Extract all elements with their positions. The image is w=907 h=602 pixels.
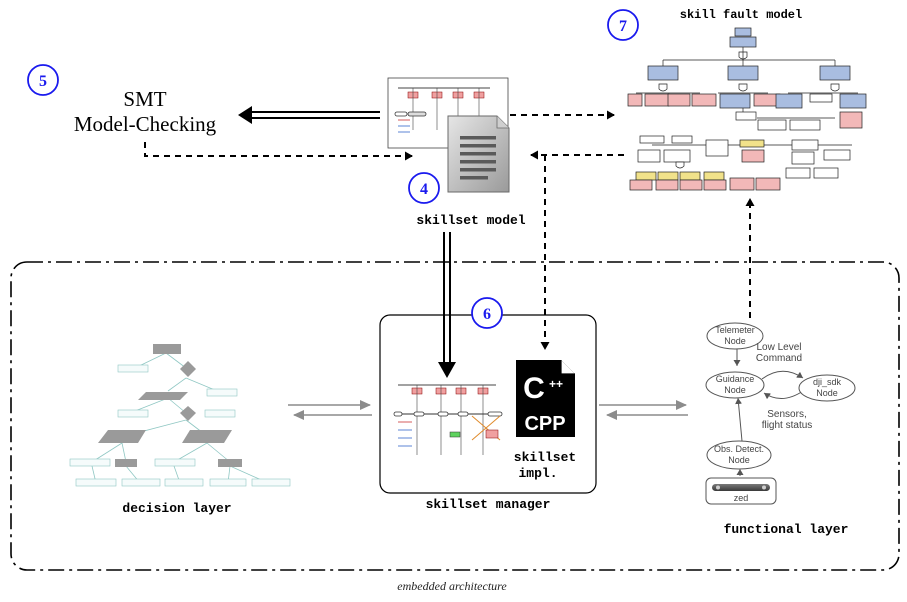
smt-to-model-dashed-arrow: [144, 142, 413, 161]
svg-text:C: C: [523, 372, 545, 405]
decision-tree-graphic: [69, 344, 291, 487]
sensors-flight-status-label: Sensors,: [767, 409, 806, 420]
telemeter-node: [706, 322, 764, 350]
skillset-manager-label: skillset manager: [426, 497, 551, 512]
svg-text:Node: Node: [724, 336, 746, 346]
svg-text:Node: Node: [724, 385, 746, 395]
svg-text:7: 7: [619, 18, 627, 35]
svg-text:Command: Command: [756, 353, 802, 364]
zed-camera-icon: zed: [705, 477, 777, 505]
embedded-architecture-label: embedded architecture: [397, 579, 507, 593]
svg-text:4: 4: [420, 181, 428, 198]
svg-text:zed: zed: [734, 493, 749, 503]
fault-model-title: skill fault model: [680, 8, 802, 22]
svg-text:dji_sdk: dji_sdk: [813, 377, 842, 387]
smt-subtitle: Model-Checking: [74, 112, 217, 136]
svg-text:Obs. Detect.: Obs. Detect.: [714, 444, 764, 454]
low-level-command-label: Low Level: [756, 342, 801, 353]
smt-title: SMT: [123, 87, 166, 111]
decision-layer-label: decision layer: [122, 501, 231, 516]
svg-text:flight status: flight status: [762, 420, 813, 431]
fault-tree-thumbnail: [627, 27, 867, 191]
cpp-file-icon: C ++ CPP: [516, 360, 575, 437]
guidance-node: [705, 371, 765, 399]
svg-text:6: 6: [483, 306, 491, 323]
skillset-model-label: skillset model: [416, 213, 525, 228]
dji-sdk-node: [798, 374, 856, 402]
functional-node-graph: Telemeter Node Guidance Node dji_sdk Nod…: [705, 322, 856, 505]
skillset-impl-label-line2: impl.: [518, 466, 557, 481]
badge-skillset-manager: 6: [471, 297, 503, 329]
embedded-architecture-frame: [10, 261, 900, 571]
smt-double-arrow: [238, 106, 380, 124]
svg-text:Node: Node: [816, 388, 838, 398]
skillset-impl-label-line1: skillset: [514, 450, 576, 465]
badge-skillset-model: 4: [408, 172, 440, 204]
svg-text:Guidance: Guidance: [716, 374, 755, 384]
manager-functional-arrows: [599, 400, 688, 420]
functional-layer-label: functional layer: [724, 522, 849, 537]
badge-fault-model: 7: [607, 9, 639, 41]
badge-smt: 5: [27, 64, 59, 96]
obs-detect-node: [706, 440, 772, 470]
model-to-manager-double-arrow: [438, 232, 456, 378]
svg-text:Telemeter: Telemeter: [715, 325, 755, 335]
svg-text:5: 5: [39, 73, 47, 90]
decision-manager-arrows: [288, 400, 372, 420]
document-icon: [447, 115, 510, 193]
svg-text:CPP: CPP: [524, 413, 565, 435]
svg-text:Node: Node: [728, 455, 750, 465]
skillset-manager-thumbnail: [393, 384, 503, 455]
svg-text:++: ++: [549, 377, 563, 391]
